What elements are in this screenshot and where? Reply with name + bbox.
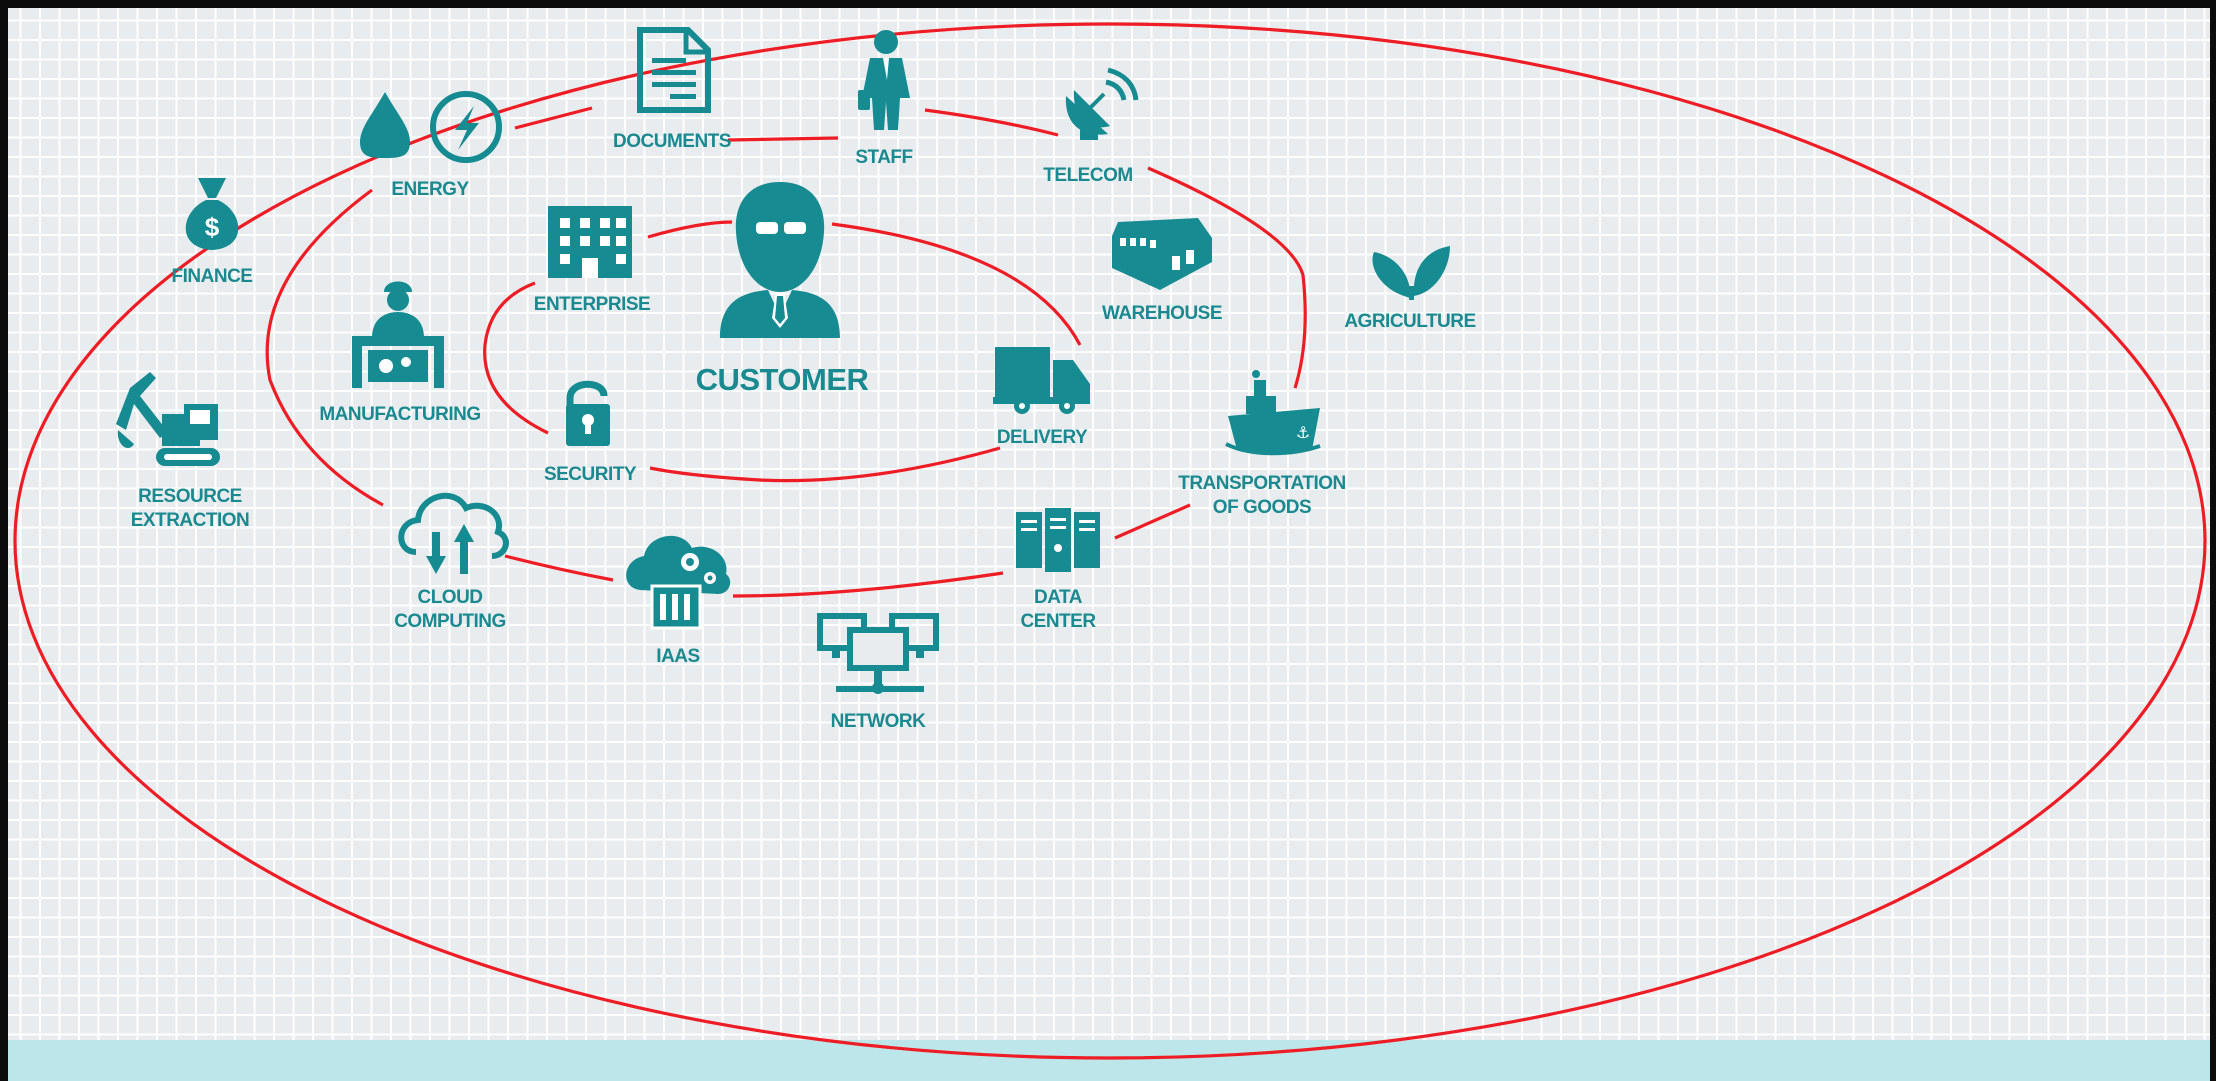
finance-label: FINANCE — [172, 266, 253, 287]
network-label: NETWORK — [831, 711, 926, 732]
data-center-label-1: DATA — [1034, 587, 1083, 608]
cloud-upload-download-icon — [398, 492, 509, 574]
transportation-label-1: TRANSPORTATION — [1178, 473, 1346, 494]
lightning-icon — [430, 91, 502, 163]
warehouse-icon — [1112, 218, 1212, 290]
ship-icon: ⚓ — [1225, 370, 1321, 456]
middle-ring — [265, 106, 1307, 598]
sprout-icon — [1372, 246, 1450, 300]
document-icon — [637, 27, 711, 113]
resource-extraction-label-1: RESOURCE — [138, 486, 242, 507]
svg-text:$: $ — [205, 212, 220, 242]
excavator-icon — [116, 372, 220, 466]
truck-icon — [993, 347, 1090, 414]
data-center-label-2: CENTER — [1020, 611, 1096, 632]
resource-extraction-label-2: EXTRACTION — [131, 510, 250, 531]
security-label: SECURITY — [544, 464, 637, 485]
factory-worker-icon — [352, 281, 444, 388]
svg-text:⚓: ⚓ — [1296, 423, 1310, 442]
satellite-dish-icon — [1065, 67, 1139, 140]
enterprise-label: ENTERPRISE — [534, 294, 650, 315]
cloud-server-icon — [626, 535, 731, 630]
data-center-icon — [1016, 508, 1100, 572]
padlock-icon — [566, 380, 610, 446]
staff-label: STAFF — [855, 147, 912, 168]
cloud-computing-label-2: COMPUTING — [394, 611, 506, 632]
transportation-label-2: OF GOODS — [1213, 497, 1311, 518]
customer-icon — [720, 182, 840, 338]
documents-label: DOCUMENTS — [613, 131, 731, 152]
iaas-label: IAAS — [656, 646, 699, 667]
manufacturing-label: MANUFACTURING — [319, 404, 480, 425]
energy-label: ENERGY — [391, 179, 469, 200]
frame-right-border — [2210, 0, 2216, 1081]
agriculture-label: AGRICULTURE — [1344, 311, 1475, 332]
cloud-computing-label-1: CLOUD — [417, 587, 482, 608]
bottom-band — [0, 1040, 2216, 1081]
frame-left-border — [0, 0, 8, 1081]
frame-top-border — [0, 0, 2216, 8]
staff-icon — [858, 30, 910, 130]
money-bag-icon: $ — [185, 178, 239, 250]
inner-ring — [483, 220, 1082, 483]
outer-ring — [13, 22, 2207, 1060]
warehouse-label: WAREHOUSE — [1102, 303, 1222, 324]
customer-label: CUSTOMER — [696, 362, 869, 397]
water-drop-icon — [360, 92, 410, 158]
building-icon — [548, 206, 632, 278]
network-icon — [817, 613, 939, 694]
telecom-label: TELECOM — [1043, 165, 1132, 186]
delivery-label: DELIVERY — [997, 427, 1088, 448]
